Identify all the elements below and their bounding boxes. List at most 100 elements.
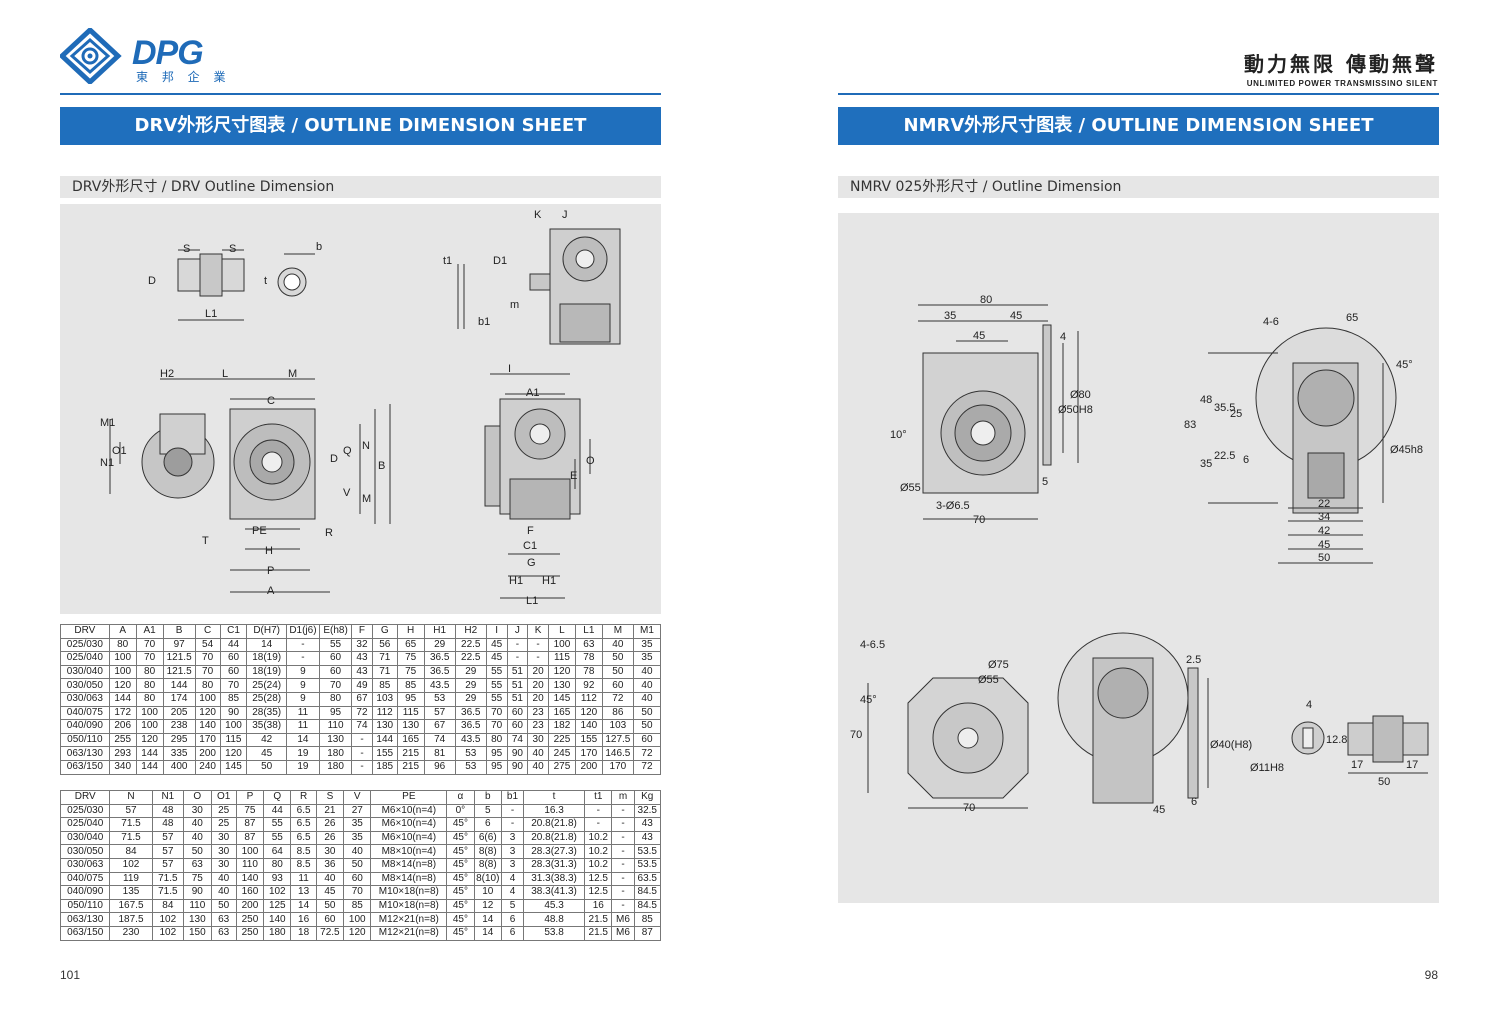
table-cell: 040/090 xyxy=(59,885,111,900)
table-cell: 87 xyxy=(235,830,265,846)
dim-label: 45 xyxy=(1153,804,1165,816)
column-header: C xyxy=(194,624,221,639)
table-cell: 50 xyxy=(183,844,212,859)
logo-emblem-icon xyxy=(60,28,122,84)
table-cell: 19 xyxy=(285,746,321,761)
dim-label: S xyxy=(229,243,236,255)
column-header: M xyxy=(601,624,634,639)
table-cell: 63 xyxy=(183,857,212,873)
column-header: H xyxy=(396,624,425,639)
table-cell: 167.5 xyxy=(109,898,153,914)
table-cell: 030/050 xyxy=(59,844,111,859)
table-cell: 27 xyxy=(343,803,372,819)
table-cell: 55 xyxy=(263,830,292,846)
table-cell: 80 xyxy=(135,678,164,693)
dim-label: 45 xyxy=(1010,310,1022,322)
table-cell: 025/030 xyxy=(60,637,110,653)
table-cell: M12×21(n=8) xyxy=(370,925,448,941)
table-cell: 130 xyxy=(547,678,576,693)
column-header: N1 xyxy=(151,790,185,805)
dim-label: 45 xyxy=(973,330,985,342)
table-cell: 44 xyxy=(219,637,248,653)
table-cell: 70 xyxy=(343,885,372,900)
table-cell: - xyxy=(527,637,549,653)
table-cell: 43 xyxy=(633,830,662,846)
table-cell: 170 xyxy=(601,759,634,775)
table-cell: 040/090 xyxy=(60,719,110,734)
section-subtitle: DRV外形尺寸 / DRV Outline Dimension xyxy=(60,176,661,198)
table-cell: 45° xyxy=(446,885,475,900)
table-cell: 50 xyxy=(632,705,662,721)
table-cell: 71.5 xyxy=(109,830,153,846)
table-cell: 102 xyxy=(263,885,292,900)
dim-label: b xyxy=(316,241,322,253)
table-cell: 200 xyxy=(194,746,221,761)
table-cell: 025/040 xyxy=(60,651,110,666)
table-cell: 100 xyxy=(235,844,265,859)
table-cell: 14 xyxy=(473,912,502,927)
table-cell: 29 xyxy=(454,691,487,707)
drv-outline-drawing: S S D L1 b t t1 D1 K J m b1 H2 L M C M1 … xyxy=(100,209,621,607)
table-cell: 10 xyxy=(473,885,502,900)
table-cell: 340 xyxy=(108,759,137,775)
table-cell: 45° xyxy=(446,830,475,846)
nmrv-drawing-panel: 80 35 45 45 4 10° Ø50H8 Ø80 Ø55 5 3-Ø6.5… xyxy=(838,213,1439,903)
dim-label: Ø55 xyxy=(900,482,921,494)
header-rule xyxy=(60,93,661,95)
table-cell: 140 xyxy=(263,912,292,927)
table-cell: 31.3(38.3) xyxy=(523,871,586,887)
table-cell: 71 xyxy=(371,651,398,666)
table-cell: 80 xyxy=(319,691,353,707)
table-cell: 5 xyxy=(500,898,525,914)
dim-label: C1 xyxy=(523,540,537,552)
table-cell: 40 xyxy=(210,885,237,900)
table-cell: 85 xyxy=(371,678,398,693)
dim-label: F xyxy=(527,525,534,537)
left-page: DPG 東 邦 企 業 DRV外形尺寸图表 / OUTLINE DIMENSIO… xyxy=(0,0,720,1025)
table-cell: 65 xyxy=(396,637,425,653)
dim-label: A xyxy=(267,585,275,597)
table-cell: 170 xyxy=(574,746,603,761)
dim-label: Q xyxy=(343,445,352,457)
table-cell: 10.2 xyxy=(584,844,613,859)
table-cell: 165 xyxy=(547,705,576,721)
table-cell: - xyxy=(500,803,525,819)
table-cell: 4 xyxy=(500,871,525,887)
table-cell: 36.5 xyxy=(454,705,487,721)
dim-label: PE xyxy=(252,525,267,537)
table-cell: 063/130 xyxy=(60,746,110,761)
slogan: 動力無限 傳動無聲 UNLIMITED POWER TRANSMISSINO S… xyxy=(1244,48,1438,88)
table-cell: 63 xyxy=(210,912,237,927)
table-cell: 13 xyxy=(290,885,317,900)
table-cell: 72.5 xyxy=(315,925,345,941)
table-cell: 40 xyxy=(210,871,237,887)
table-cell: 45 xyxy=(485,637,508,653)
table-cell: - xyxy=(351,759,373,775)
table-cell: 125 xyxy=(263,898,292,914)
table-cell: 40 xyxy=(601,637,634,653)
column-header: C1 xyxy=(219,624,248,639)
table-cell: 121.5 xyxy=(162,664,196,680)
table-cell: 53.8 xyxy=(523,925,586,941)
column-header: H1 xyxy=(423,624,456,639)
dim-label: T xyxy=(202,535,209,547)
table-cell: 74 xyxy=(423,732,456,748)
table-cell: 103 xyxy=(601,719,634,734)
table-cell: 20.8(21.8) xyxy=(523,817,586,832)
table-cell: 16.3 xyxy=(523,803,586,819)
table-cell: - xyxy=(611,871,635,887)
table-cell: 70 xyxy=(135,637,164,653)
table-cell: M10×18(n=8) xyxy=(370,885,448,900)
table-cell: 8(10) xyxy=(473,871,502,887)
table-cell: 21.5 xyxy=(584,925,613,941)
table-cell: M6×10(n=4) xyxy=(370,803,448,819)
table-cell: 55 xyxy=(485,691,508,707)
table-cell: 155 xyxy=(574,732,603,748)
column-header: O1 xyxy=(210,790,237,805)
table-cell: M6 xyxy=(611,925,635,941)
table-cell: 5 xyxy=(473,803,502,819)
table-cell: 102 xyxy=(151,912,185,927)
table-cell: 120 xyxy=(547,664,576,680)
